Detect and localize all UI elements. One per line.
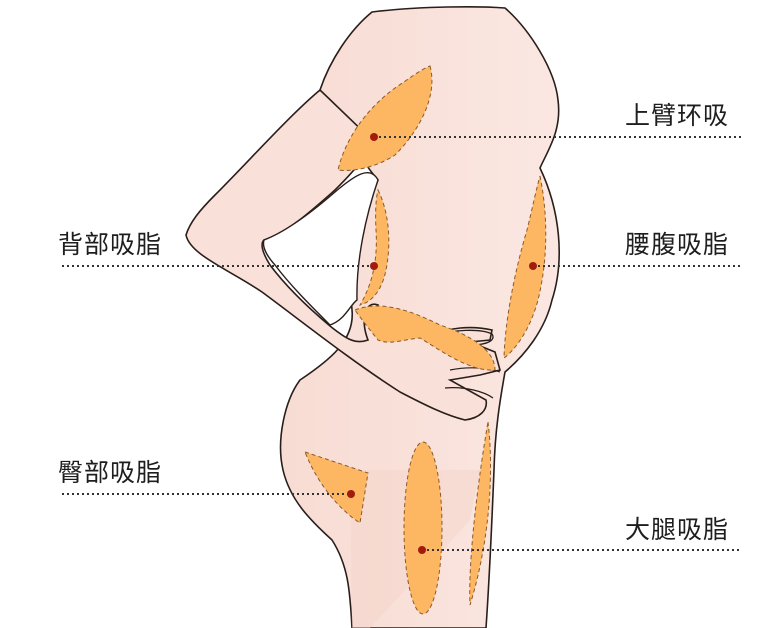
dot-thigh xyxy=(418,546,426,554)
label-upper-arm: 上臂环吸 xyxy=(625,101,730,130)
dot-upper-arm xyxy=(370,133,378,141)
leader-lines xyxy=(62,136,742,551)
label-thigh: 大腿吸脂 xyxy=(625,515,730,544)
zone-upper-arm xyxy=(337,65,433,171)
zone-waist-abdomen xyxy=(503,175,547,360)
zone-thigh-outer xyxy=(469,421,492,606)
zone-thigh xyxy=(403,441,443,615)
label-buttocks: 臀部吸脂 xyxy=(58,458,163,487)
fat-zones xyxy=(304,65,547,615)
zone-buttocks xyxy=(304,451,369,524)
dot-buttocks xyxy=(347,490,355,498)
dot-waist-abdomen xyxy=(529,262,537,270)
dot-back xyxy=(370,262,378,270)
zone-back xyxy=(358,188,390,306)
zone-lower-abdomen xyxy=(354,305,496,371)
label-waist-abdomen: 腰腹吸脂 xyxy=(625,230,730,259)
label-back: 背部吸脂 xyxy=(58,230,163,259)
marker-dots xyxy=(347,133,537,554)
